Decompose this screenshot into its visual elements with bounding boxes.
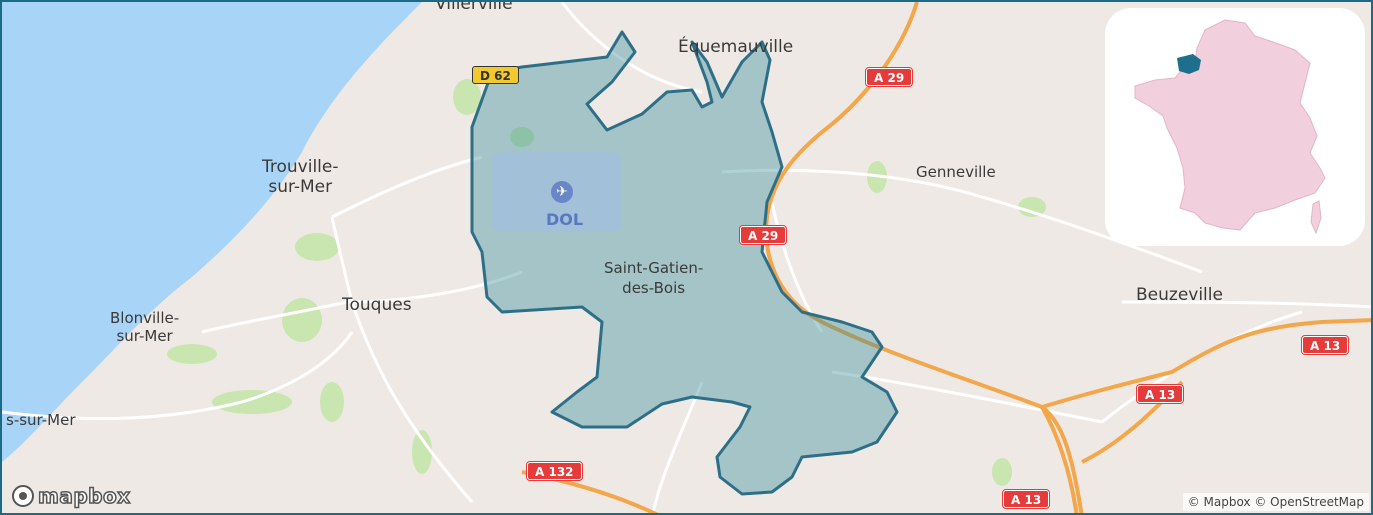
place-label-trouville: Trouville- sur-Mer [262, 157, 339, 197]
france-outline [1134, 19, 1326, 235]
corsica-shape [1310, 200, 1322, 235]
highlighted-region [1177, 54, 1201, 74]
road-shield-a13-mid: A 13 [1137, 385, 1184, 403]
mapbox-logo[interactable]: mapbox [12, 483, 131, 509]
place-label-saint-gatien: Saint-Gatien- des-Bois [604, 259, 704, 297]
commune-boundary [470, 30, 899, 496]
airport-code: DOL [546, 210, 584, 229]
park-areas [167, 79, 1046, 486]
map-attribution[interactable]: © Mapbox © OpenStreetMap [1182, 493, 1369, 511]
place-label-ssurmer: s-sur-Mer [6, 411, 76, 429]
place-label-equemauville: Équemauville [678, 37, 794, 57]
road-shield-a13-right: A 13 [1302, 336, 1349, 354]
place-label-beuzeville: Beuzeville [1136, 285, 1223, 305]
inset-map-france [1105, 8, 1365, 246]
road-shield-a29-mid: A 29 [740, 226, 787, 244]
sea [2, 2, 422, 462]
place-label-touques: Touques [342, 295, 412, 315]
mapbox-logo-icon [12, 485, 34, 507]
place-label-blonville: Blonville- sur-Mer [110, 309, 180, 345]
mapbox-logo-text: mapbox [37, 483, 131, 509]
place-label-genneville: Genneville [916, 163, 996, 181]
road-shield-a132: A 132 [527, 462, 582, 480]
place-label-villerville: Villerville [435, 0, 513, 14]
france-shape [1134, 19, 1326, 231]
road-shield-d62: D 62 [472, 66, 519, 84]
road-shield-a13-bottom: A 13 [1003, 490, 1050, 508]
road-shield-a29-top: A 29 [866, 68, 913, 86]
airplane-icon[interactable]: ✈ [551, 181, 573, 203]
